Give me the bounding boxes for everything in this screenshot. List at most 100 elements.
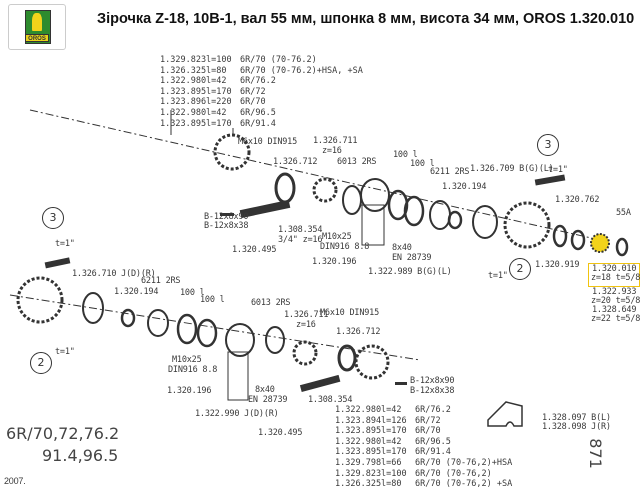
part-label: 100 l: [180, 288, 205, 298]
cover-icon: [487, 401, 523, 427]
page-title: Зірочка Z-18, 10B-1, вал 55 мм, шпонка 8…: [97, 11, 635, 27]
bearing-icon: [147, 309, 169, 337]
oros-logo: OROS: [8, 4, 66, 50]
part-label: z=16: [296, 320, 316, 330]
part-label: DIN916 8.8: [320, 242, 370, 252]
ring-icon: [176, 313, 198, 345]
chain-icon: [299, 374, 341, 393]
highlighted-sprocket-icon: [590, 233, 610, 253]
part-label: EN 28739: [248, 395, 288, 405]
seal-icon: [337, 344, 357, 372]
part-label: 1.326.711: [284, 310, 329, 320]
ring-icon: [196, 318, 218, 348]
part-label: 1.326.709 B(G)(L): [470, 164, 554, 174]
part-label: 1.326.710 J(D)(R): [72, 269, 156, 279]
part-label: 6211 2RS: [141, 276, 181, 286]
chain-sizes-line-2: 91.4,96.5: [42, 446, 119, 465]
key-icon: [220, 213, 234, 216]
ring-icon: [120, 308, 136, 328]
part-label: 1.320.762: [555, 195, 600, 205]
part-label: 1.320.194: [442, 182, 487, 192]
logo-text: OROS: [25, 34, 49, 42]
hub-icon: [82, 292, 104, 324]
ring-icon: [615, 237, 629, 257]
chain-icon: [44, 257, 71, 269]
part-label: 1.308.354: [308, 395, 353, 405]
part-label: 1.322.933: [592, 287, 637, 297]
part-label: 1.326.712: [273, 157, 318, 167]
part-label: 1.326.712: [336, 327, 381, 337]
chain-icon: [239, 199, 291, 219]
highlighted-part-spec: z=18 t=5/8": [591, 273, 640, 283]
key-icon: [395, 382, 407, 385]
part-label: 1.320.495: [232, 245, 277, 255]
part-label: B-12x8x90: [204, 212, 249, 222]
year-label: 2007.: [4, 476, 26, 486]
part-label: M10x25: [322, 232, 352, 242]
part-label: 8x40: [255, 385, 275, 395]
pitch-label: t=1": [488, 271, 508, 281]
part-label: B-12x8x38: [410, 386, 455, 396]
part-label: 8x40: [392, 243, 412, 253]
part-label: 1.322.989 B(G)(L): [368, 267, 452, 277]
part-label: 1.320.495: [258, 428, 303, 438]
part-label: 100 l: [200, 295, 225, 305]
part-label: EN 28739: [392, 253, 432, 263]
highlighted-part-code: 1.320.010: [592, 264, 637, 274]
part-label: B-12x8x90: [410, 376, 455, 386]
page-number: 871: [585, 438, 605, 469]
part-label: 6013 2RS: [251, 298, 291, 308]
pitch-label: t=1": [55, 347, 75, 357]
part-label: 1.326.711: [313, 136, 358, 146]
housing-icon: [360, 178, 390, 212]
part-label: 1.328.098 J(R): [542, 422, 611, 432]
part-label: z=20 t=5/8": [591, 296, 640, 306]
part-label: 1.320.196: [167, 386, 212, 396]
part-label: 1.320.194: [114, 287, 159, 297]
sprocket-icon: [503, 201, 551, 249]
seal-icon: [274, 172, 296, 204]
part-label: 1.308.354: [278, 225, 323, 235]
part-label: DIN916 8.8: [168, 365, 218, 375]
part-label: 1.322.990 J(D)(R): [195, 409, 279, 419]
sprocket-icon: [213, 133, 251, 171]
part-label: M6x10 DIN915: [320, 308, 380, 318]
callout-2: 2: [30, 352, 52, 374]
hub-icon: [472, 205, 498, 239]
part-label: 100 l: [410, 159, 435, 169]
part-label: B-12x8x38: [204, 221, 249, 231]
part-label: 6013 2RS: [337, 157, 377, 167]
callout-2: 2: [509, 258, 531, 280]
pitch-label: t=1": [55, 239, 75, 249]
axis-line-top: [29, 109, 601, 241]
chain-sizes-line-1: 6R/70,72,76.2: [6, 424, 120, 443]
part-label: 1.328.097 B(L): [542, 413, 611, 423]
chain-icon: [534, 174, 566, 186]
bracket-icon: [227, 351, 249, 401]
part-label: 6211 2RS: [430, 167, 470, 177]
callout-3: 3: [537, 134, 559, 156]
sprocket-icon: [16, 276, 64, 324]
bearing-icon: [429, 200, 451, 230]
part-label: M6x10 DIN915: [238, 137, 298, 147]
bearing-icon: [342, 185, 362, 215]
part-label: 1.328.649: [592, 305, 637, 315]
bracket-icon: [361, 204, 385, 246]
